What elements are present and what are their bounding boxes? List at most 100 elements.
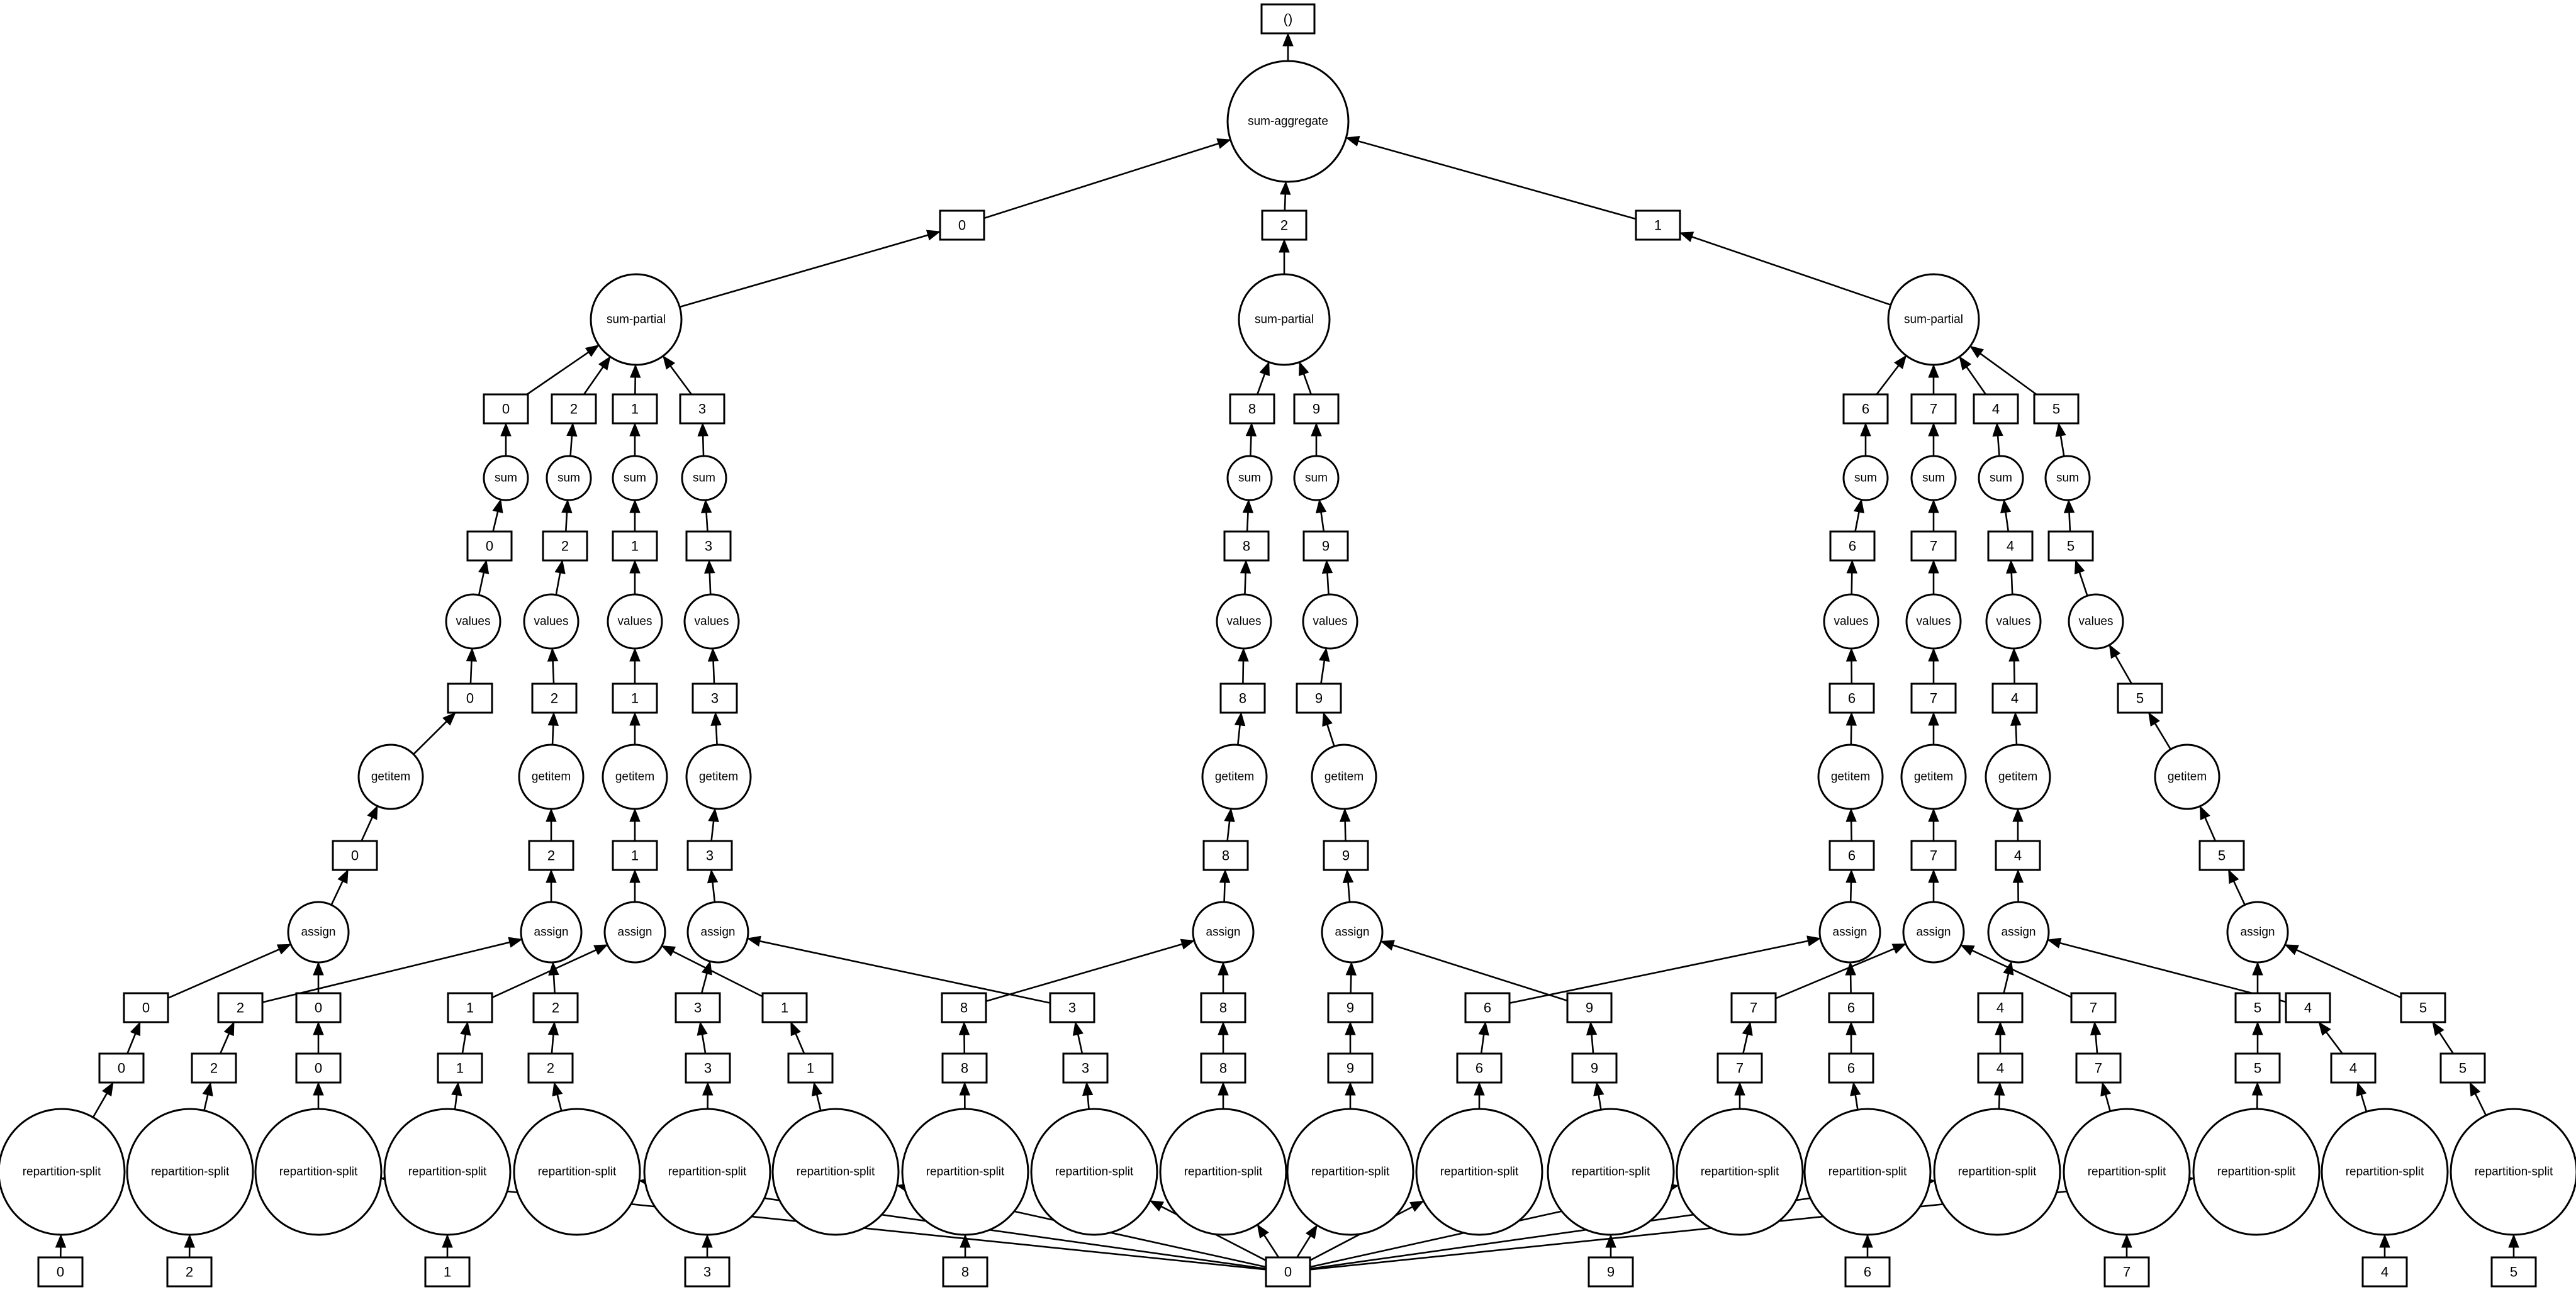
task-assign-node: assign bbox=[520, 901, 583, 964]
task-assign-node: assign bbox=[1192, 901, 1255, 964]
node-label: 4 bbox=[2349, 1061, 2357, 1076]
key-box bbox=[1229, 393, 1275, 425]
key-box-9-node: 9 bbox=[1566, 992, 1613, 1023]
task-circle bbox=[2192, 1108, 2321, 1236]
edge-i8-to-rs8 bbox=[960, 1234, 971, 1257]
node-label: 6 bbox=[1849, 538, 1856, 554]
task-values-node: values bbox=[1905, 593, 1962, 650]
key-box-8-node: 8 bbox=[1200, 1052, 1246, 1084]
edge-g1-to-val1 bbox=[629, 647, 641, 684]
node-label: 2 bbox=[186, 1264, 193, 1280]
arrowhead bbox=[1321, 559, 1333, 574]
arrowhead bbox=[708, 808, 719, 823]
edge-line bbox=[983, 142, 1219, 220]
edge-u9a-to-as9 bbox=[1345, 961, 1357, 994]
edge-l7b-to-u7b bbox=[2090, 1021, 2102, 1054]
edge-i7-to-rs17 bbox=[2121, 1234, 2132, 1257]
node-label: 2 bbox=[547, 848, 555, 864]
edge-b2-to-gi2 bbox=[546, 808, 557, 841]
task-assign-node: assign bbox=[1987, 901, 2050, 964]
key-box bbox=[2490, 1256, 2537, 1288]
edge-as5-to-b5 bbox=[2228, 869, 2246, 906]
edge-line bbox=[1998, 1094, 2000, 1110]
node-label: 5 bbox=[2419, 1000, 2427, 1016]
task-sum-partial-node: sum-partial bbox=[1887, 273, 1980, 366]
arrowhead bbox=[629, 499, 641, 513]
key-box-3-node: 3 bbox=[692, 682, 738, 714]
edge-line bbox=[1598, 1094, 1602, 1110]
edge-line bbox=[1591, 1034, 1594, 1054]
edge-l0b-to-u0b bbox=[313, 1021, 324, 1054]
task-circle bbox=[254, 1108, 383, 1236]
task-values-node: values bbox=[1302, 593, 1358, 650]
task-repartition-split-node: repartition-split bbox=[1547, 1108, 1675, 1236]
key-box bbox=[1200, 1052, 1246, 1084]
edge-line bbox=[1480, 1034, 1485, 1054]
task-circle bbox=[1321, 901, 1384, 964]
key-box-6-node: 6 bbox=[1464, 992, 1511, 1023]
node-label: 6 bbox=[1847, 1061, 1855, 1076]
edge-line bbox=[1087, 1094, 1090, 1110]
key-box-7-node: 7 bbox=[1910, 840, 1957, 871]
node-label: 8 bbox=[1239, 691, 1246, 706]
task-circle bbox=[1933, 1108, 2061, 1236]
key-box bbox=[612, 530, 658, 562]
task-circle bbox=[1201, 743, 1268, 810]
node-label: values bbox=[1227, 615, 1262, 628]
task-repartition-split-node: repartition-split bbox=[1803, 1108, 1932, 1236]
key-box-0-node: 0 bbox=[295, 992, 342, 1023]
key-box bbox=[1987, 530, 2034, 562]
key-box bbox=[424, 1256, 471, 1288]
key-box-2-node: 2 bbox=[532, 992, 579, 1023]
edge-b8-to-gi8 bbox=[1224, 808, 1235, 842]
edge-u4b-to-as4 bbox=[2047, 937, 2287, 1003]
node-label: assign bbox=[1206, 926, 1241, 939]
task-circle bbox=[1902, 901, 1965, 964]
edge-line bbox=[2438, 1032, 2454, 1054]
key-box bbox=[1327, 992, 1374, 1023]
key-box-3-node: 3 bbox=[685, 1052, 731, 1084]
key-box-1-node: 1 bbox=[437, 1052, 483, 1084]
arrowhead bbox=[566, 422, 578, 437]
arrowhead bbox=[746, 935, 761, 947]
arrowhead bbox=[223, 1021, 235, 1037]
task-sum-node: sum bbox=[681, 455, 727, 501]
key-box-8-node: 8 bbox=[942, 1256, 988, 1288]
key-box bbox=[2047, 530, 2094, 562]
key-box bbox=[437, 1052, 483, 1084]
key-box bbox=[1991, 682, 2038, 714]
key-box bbox=[466, 530, 513, 562]
edge-val5-to-v5 bbox=[2074, 559, 2088, 596]
node-label: 2 bbox=[547, 1061, 554, 1076]
arrowhead bbox=[508, 937, 523, 948]
task-circle bbox=[685, 743, 752, 810]
arrowhead bbox=[598, 355, 611, 370]
arrowhead bbox=[1299, 361, 1309, 377]
task-circle bbox=[483, 455, 529, 501]
task-repartition-split-node: repartition-split bbox=[383, 1108, 512, 1236]
key-box bbox=[2070, 992, 2117, 1023]
arrowhead bbox=[1845, 647, 1857, 662]
key-box bbox=[531, 682, 578, 714]
task-sum-node: sum bbox=[1226, 455, 1273, 501]
arrowhead bbox=[2508, 1234, 2519, 1248]
edge-gi0-to-g0 bbox=[413, 712, 456, 755]
key-box-9-node: 9 bbox=[1327, 992, 1374, 1023]
edge-val9-to-v9 bbox=[1321, 559, 1333, 595]
arrowhead bbox=[1409, 1200, 1425, 1212]
edge-i2-to-rs2 bbox=[184, 1234, 195, 1258]
edge-line bbox=[2059, 435, 2065, 457]
key-box-3-node: 3 bbox=[1049, 992, 1095, 1023]
node-label: 0 bbox=[351, 848, 359, 864]
edge-line bbox=[551, 725, 554, 745]
node-label: repartition-split bbox=[279, 1166, 358, 1179]
task-sum-node: sum bbox=[483, 455, 529, 501]
arrowhead bbox=[2121, 1234, 2132, 1248]
key-box-0-node: 0 bbox=[483, 393, 529, 425]
edge-line bbox=[2003, 973, 2010, 994]
edge-line bbox=[1246, 512, 1249, 532]
node-label: 5 bbox=[2136, 691, 2144, 706]
arrowhead bbox=[629, 869, 641, 883]
node-label: values bbox=[618, 615, 652, 628]
